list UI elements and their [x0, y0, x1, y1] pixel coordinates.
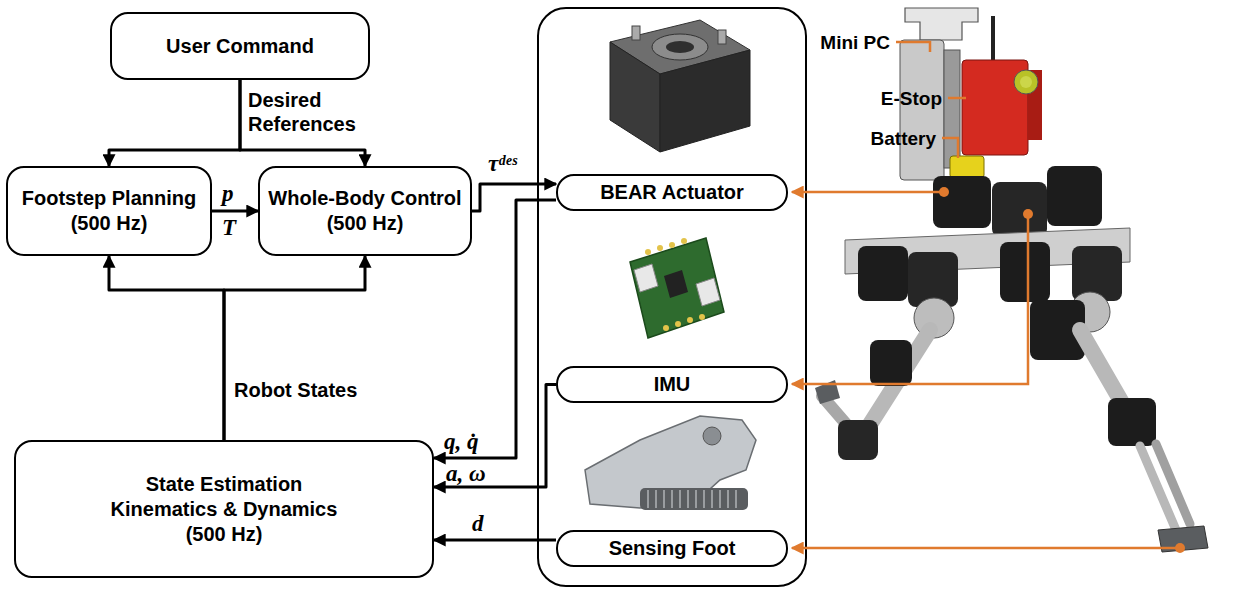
signal-label: Desired References: [248, 88, 368, 136]
signal-symbol: p: [222, 180, 234, 208]
part-label: Battery: [871, 128, 936, 151]
box-label: BEAR Actuator: [600, 180, 744, 205]
process-box: Whole-Body Control (500 Hz): [258, 166, 472, 256]
sensing-foot-icon: [585, 416, 756, 510]
callout-dots: [939, 187, 1185, 553]
process-box: Footstep Planning (500 Hz): [6, 166, 212, 256]
imu-board-icon: [630, 238, 724, 338]
signal-symbol: τᵈᵉˢ: [488, 150, 517, 178]
actuator-icon: [610, 20, 750, 152]
callout-leaders: [792, 42, 1180, 548]
signal-symbol: a, ω: [446, 460, 486, 488]
signal-label: Robot States: [234, 378, 357, 402]
box-label: User Command: [166, 34, 314, 59]
signal-arrow: [472, 184, 556, 211]
process-box: State Estimation Kinematics & Dynamics (…: [14, 440, 434, 578]
box-label: State Estimation Kinematics & Dynamics (…: [94, 472, 354, 547]
box-label: Footstep Planning (500 Hz): [14, 186, 204, 236]
part-label: Mini PC: [820, 32, 890, 55]
hardware-box: BEAR Actuator: [556, 174, 788, 211]
signal-arrow: [109, 256, 224, 440]
hardware-box: IMU: [556, 366, 788, 403]
signal-arrow: [434, 539, 556, 542]
part-label: E-Stop: [881, 88, 942, 111]
signal-symbol: d: [472, 510, 484, 538]
signal-symbol: q, q̇: [444, 428, 479, 456]
signal-arrow: [434, 385, 556, 488]
hardware-panel: [538, 8, 806, 586]
signal-symbol: T: [222, 214, 236, 242]
hardware-box: Sensing Foot: [556, 530, 788, 567]
box-label: Whole-Body Control (500 Hz): [266, 186, 464, 236]
input-box: User Command: [110, 12, 370, 80]
box-label: Sensing Foot: [609, 536, 736, 561]
robot-illustration: [815, 8, 1208, 552]
signal-arrow: [109, 80, 240, 166]
box-label: IMU: [654, 372, 691, 397]
signal-arrow: [224, 256, 365, 440]
signal-arrow: [212, 210, 258, 213]
